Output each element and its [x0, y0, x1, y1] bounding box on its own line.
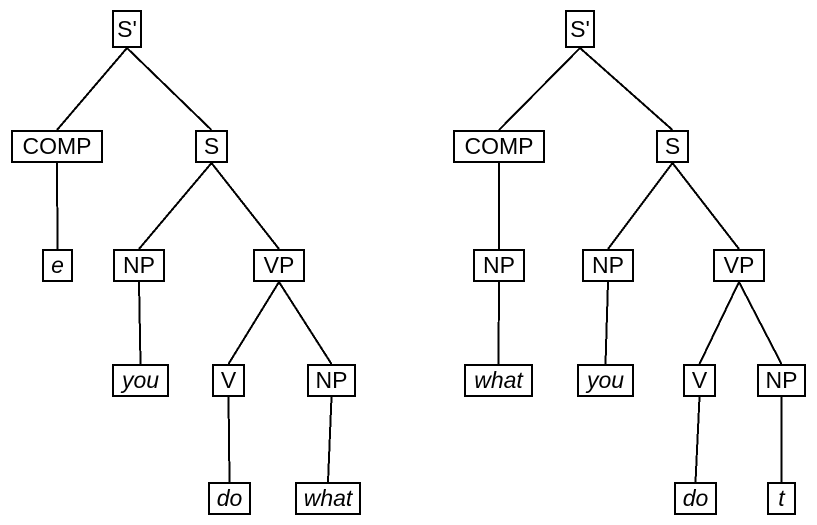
tree-edge: [604, 281, 609, 365]
tree-node-t: t: [767, 482, 796, 515]
tree-node-lexical-label: what: [303, 485, 353, 511]
tree-node-category-label: S': [117, 15, 137, 42]
tree-node-lexical-label: do: [682, 485, 709, 511]
tree-edge: [738, 281, 783, 365]
tree-node-s: S: [656, 130, 689, 163]
tree-edge: [227, 396, 231, 483]
tree-node-lexical-label: you: [121, 367, 160, 393]
tree-edge: [138, 162, 213, 250]
tree-node-category-label: NP: [765, 367, 798, 393]
tree-node-np: NP: [113, 249, 165, 282]
tree-node-what: what: [464, 364, 533, 397]
tree-edge: [210, 162, 280, 250]
tree-node-e: e: [42, 249, 73, 282]
tree-node-lexical-label: e: [51, 252, 64, 278]
tree-node-lexical-label: t: [778, 485, 785, 511]
tree-node-category-label: S: [203, 133, 220, 159]
tree-node-v: V: [212, 364, 245, 397]
tree-node-vp: VP: [253, 249, 305, 282]
tree-edge: [278, 281, 333, 365]
tree-node-category-label: VP: [263, 252, 295, 278]
tree-node-v: V: [683, 364, 716, 397]
tree-node-vp: VP: [713, 249, 765, 282]
tree-node-category-label: COMP: [464, 133, 534, 159]
tree-node-category-label: NP: [592, 252, 624, 278]
tree-edge: [227, 281, 280, 365]
tree-node-you: you: [577, 364, 634, 397]
tree-edge: [671, 162, 740, 250]
tree-node-do: do: [208, 482, 251, 515]
tree-node-category-label: V: [691, 367, 708, 393]
tree-edge: [694, 396, 701, 483]
tree-node-comp: COMP: [11, 130, 103, 163]
tree-node-category-label: VP: [723, 252, 755, 278]
tree-edge: [579, 47, 674, 131]
tree-edge: [497, 281, 500, 365]
tree-edge: [498, 47, 581, 131]
tree-node-category-label: NP: [315, 367, 348, 393]
tree-node-category-label: NP: [123, 252, 155, 278]
tree-node-sbar: S': [112, 10, 142, 48]
tree-node-category-label: V: [220, 367, 237, 393]
tree-node-lexical-label: what: [474, 367, 523, 393]
tree-node-comp: COMP: [453, 130, 545, 163]
tree-node-you: you: [112, 364, 169, 397]
tree-node-np: NP: [473, 249, 525, 282]
tree-edge: [56, 162, 59, 250]
tree-node-category-label: COMP: [22, 133, 92, 159]
tree-node-category-label: S: [664, 133, 681, 159]
tree-edge: [56, 47, 128, 131]
tree-node-sbar: S': [565, 10, 595, 48]
tree-edge: [126, 47, 213, 131]
tree-node-category-label: S': [570, 15, 590, 42]
tree-node-s: S: [195, 130, 228, 163]
tree-edge: [698, 281, 740, 365]
tree-edge: [607, 162, 674, 250]
tree-edge: [138, 281, 142, 365]
tree-edge: [327, 396, 333, 483]
tree-node-what: what: [295, 482, 361, 515]
tree-node-np: NP: [307, 364, 356, 397]
tree-node-do: do: [674, 482, 717, 515]
tree-node-lexical-label: you: [586, 367, 625, 393]
tree-node-np: NP: [582, 249, 634, 282]
tree-node-lexical-label: do: [216, 485, 243, 511]
tree-node-category-label: NP: [483, 252, 515, 278]
tree-node-np: NP: [757, 364, 806, 397]
